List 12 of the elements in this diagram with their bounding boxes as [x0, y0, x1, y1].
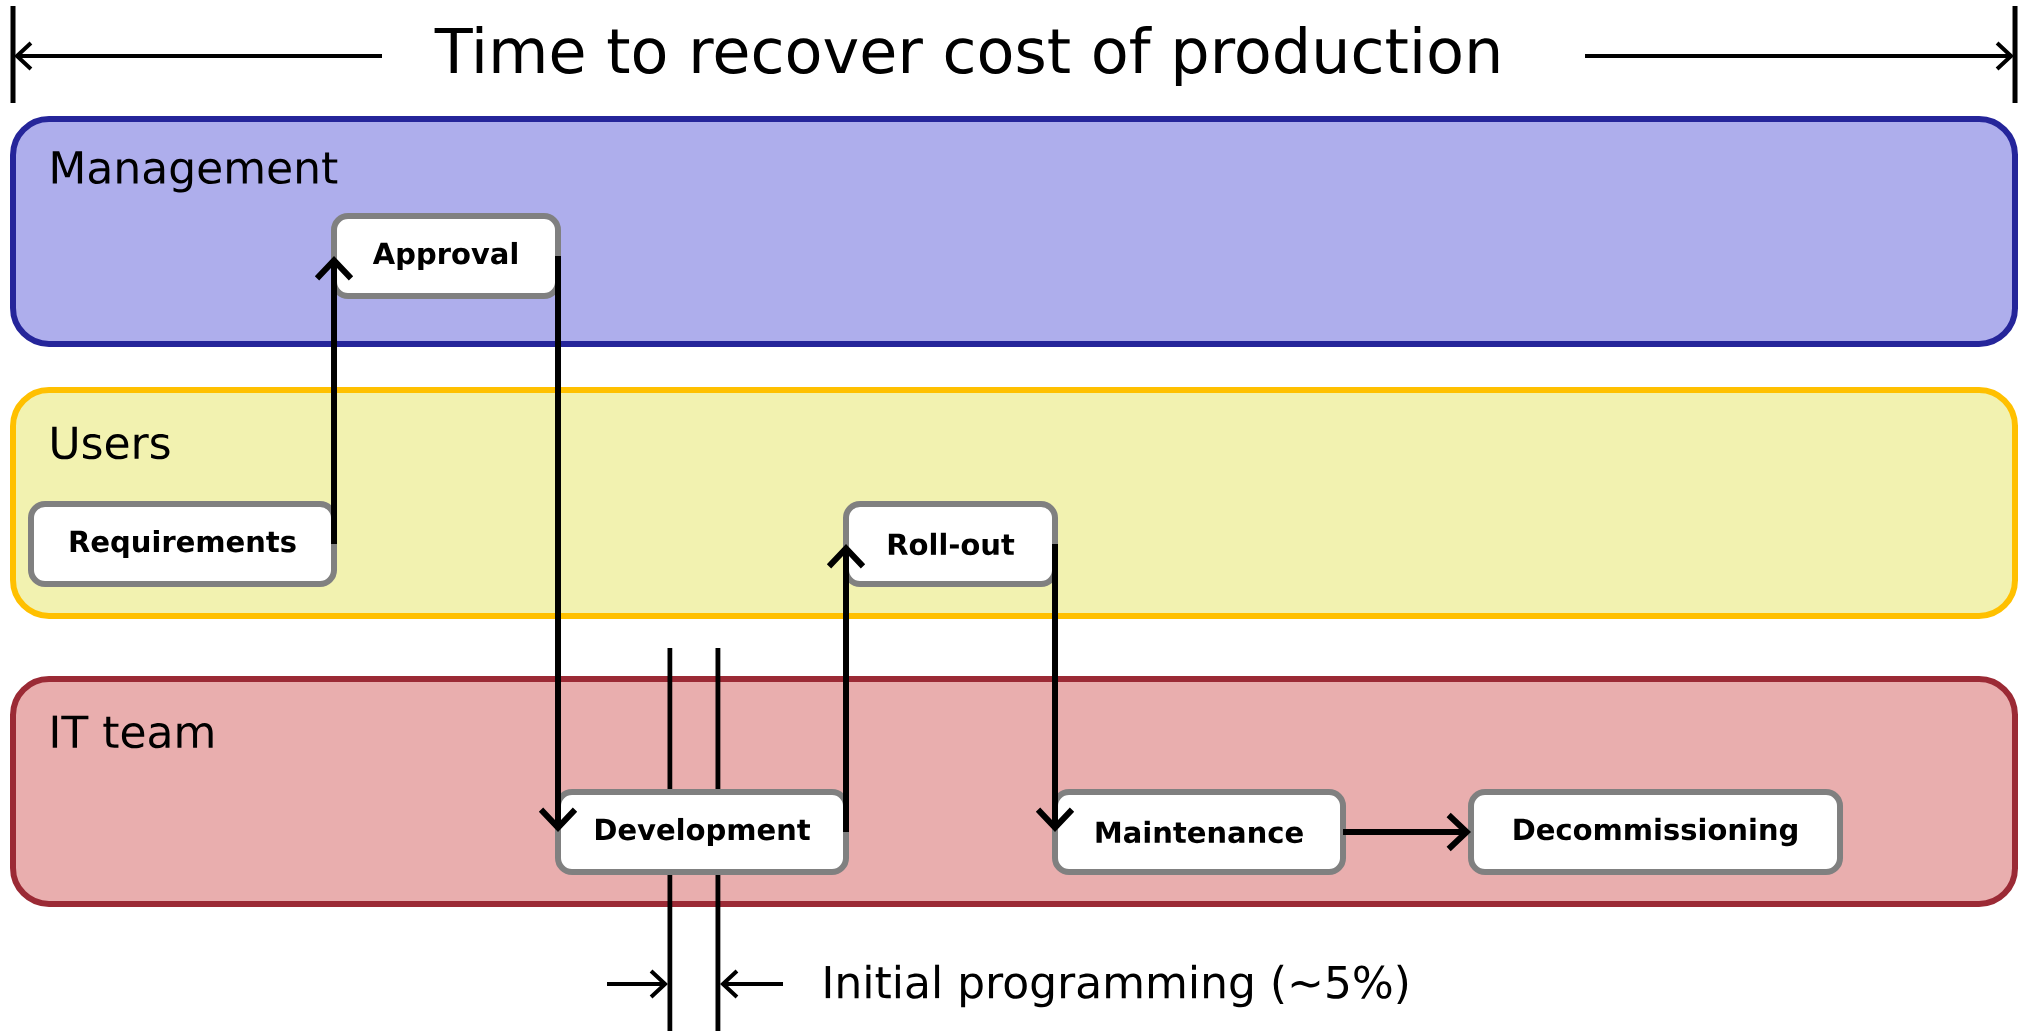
- process-box: Maintenance: [1052, 789, 1346, 875]
- title: Time to recover cost of production: [434, 26, 1499, 86]
- arrow: [826, 544, 866, 832]
- arrow: [1035, 544, 1075, 832]
- process-box: Approval: [331, 213, 561, 299]
- process-box: Decommissioning: [1468, 789, 1843, 875]
- dimension-label: Initial programming (~5%): [825, 964, 1408, 1008]
- arrow: [1343, 812, 1472, 852]
- process-box: Roll-out: [843, 501, 1058, 587]
- arrow: [314, 256, 354, 544]
- process-box: Development: [555, 789, 849, 875]
- process-box: Requirements: [28, 501, 337, 587]
